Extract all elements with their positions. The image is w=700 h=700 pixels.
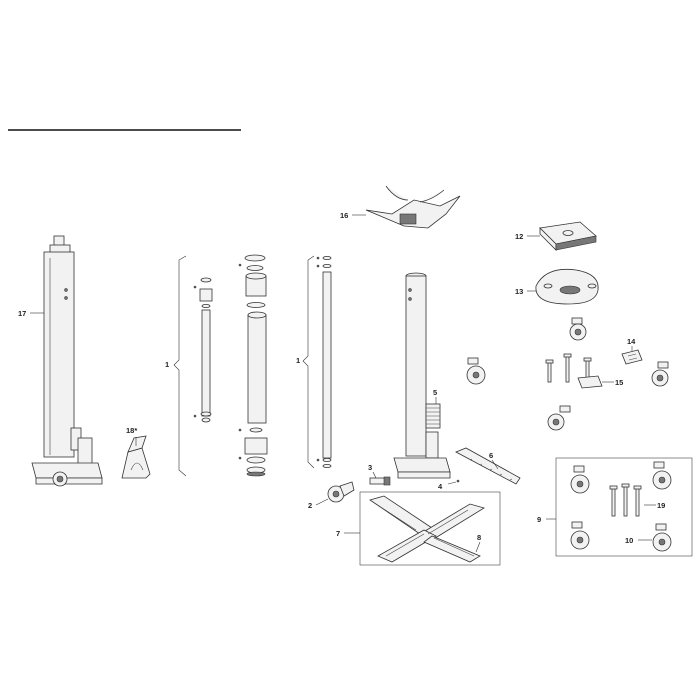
bracket-1b bbox=[302, 255, 315, 469]
part-6-handle bbox=[455, 447, 521, 485]
caster-1 bbox=[569, 317, 587, 341]
part-19-pins bbox=[609, 483, 642, 517]
part-18-bracket bbox=[121, 435, 151, 479]
part-16-saddle bbox=[365, 185, 461, 229]
callout-14: 14 bbox=[627, 337, 636, 346]
part-8-cross-base bbox=[369, 495, 485, 563]
part-12-pad bbox=[539, 221, 597, 251]
box-caster-4 bbox=[652, 523, 672, 552]
part-5-spring bbox=[425, 403, 441, 429]
callout-16: 16 bbox=[340, 211, 348, 220]
callout-2: 2 bbox=[308, 501, 312, 510]
box-caster-3 bbox=[570, 521, 590, 550]
caster-4 bbox=[547, 405, 571, 431]
part-17-column-assembly bbox=[31, 235, 103, 487]
callout-7: 7 bbox=[336, 529, 340, 538]
part-2-knob bbox=[327, 481, 355, 503]
callout-15: 15 bbox=[615, 378, 623, 387]
callout-18: 18* bbox=[126, 426, 137, 435]
center-column-assembly bbox=[393, 272, 451, 479]
part-14-clip bbox=[621, 349, 643, 365]
callout-17: 17 bbox=[18, 309, 26, 318]
callout-3: 3 bbox=[368, 463, 372, 472]
part-3-valve bbox=[369, 476, 391, 486]
part-13-adapter bbox=[535, 268, 599, 305]
callout-6: 6 bbox=[489, 451, 493, 460]
callout-9: 9 bbox=[537, 515, 541, 524]
box-caster-set bbox=[555, 457, 693, 557]
part-1-shaft bbox=[316, 255, 332, 468]
part-1-outer-sleeve bbox=[238, 254, 268, 477]
callout-4: 4 bbox=[438, 482, 443, 491]
callout-8: 8 bbox=[477, 533, 481, 542]
part-1-inner-rod bbox=[193, 277, 213, 423]
callout-19: 19 bbox=[657, 501, 665, 510]
box-caster-2 bbox=[652, 461, 672, 490]
bracket-1a bbox=[173, 255, 187, 477]
callout-12: 12 bbox=[515, 232, 523, 241]
callout-10: 10 bbox=[625, 536, 633, 545]
box-caster-1 bbox=[570, 465, 590, 494]
box-base bbox=[359, 491, 501, 566]
callout-13: 13 bbox=[515, 287, 523, 296]
part-15-pins bbox=[545, 353, 603, 389]
callout-5: 5 bbox=[433, 388, 437, 397]
callout-1b: 1 bbox=[296, 356, 300, 365]
callout-1a: 1 bbox=[165, 360, 169, 369]
caster-2 bbox=[466, 357, 486, 385]
part-9-caster-set bbox=[570, 461, 672, 552]
caster-3 bbox=[651, 361, 669, 387]
